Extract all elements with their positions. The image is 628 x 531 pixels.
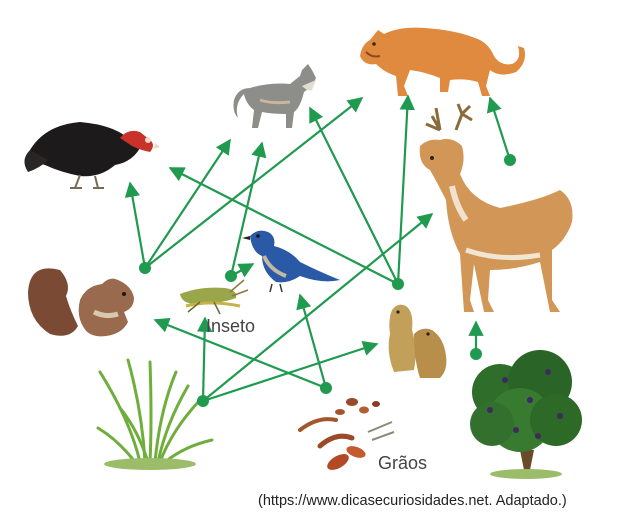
arrow-insect-fox: [229, 141, 267, 277]
bird-icon: [242, 230, 340, 293]
node-grass: [197, 395, 209, 407]
prairie-dogs-icon: [388, 304, 447, 378]
arrow-nodes: [139, 154, 516, 407]
arrows-group: [124, 94, 512, 403]
arrow-prairie-fox: [309, 106, 399, 285]
shrub-icon: [470, 350, 582, 479]
node-prairie-dogs: [392, 278, 404, 290]
arrow-grass-insect: [196, 316, 213, 402]
arrow-grass-prairie: [202, 340, 379, 403]
puma-icon: [360, 27, 525, 97]
arrow-squirrel-vulture: [124, 181, 147, 269]
arrow-grains-bird: [296, 293, 328, 389]
node-deer: [504, 154, 516, 166]
grains-icon: [298, 398, 395, 470]
source-caption: (https://www.dicasecuriosidades.net. Ada…: [258, 493, 567, 509]
node-grains: [320, 382, 332, 394]
arrow-deer-puma: [486, 96, 512, 161]
insect-icon: [180, 279, 249, 315]
node-insect: [225, 270, 237, 282]
insect-label: Inseto: [206, 316, 256, 336]
grass-icon: [96, 358, 214, 470]
vulture-icon: [24, 122, 160, 189]
squirrel-icon: [28, 268, 134, 337]
arrow-prairie-puma: [396, 94, 415, 285]
arrow-grass-deer: [202, 213, 434, 402]
node-squirrel: [139, 262, 151, 274]
deer-icon: [419, 103, 573, 312]
arrow-grains-squirrel: [153, 317, 327, 390]
node-shrub: [470, 348, 482, 360]
arrow-prairie-vulture: [168, 167, 399, 285]
arrow-squirrel-fox: [144, 138, 231, 269]
fox-icon: [233, 64, 316, 128]
grains-label: Grãos: [378, 453, 428, 473]
